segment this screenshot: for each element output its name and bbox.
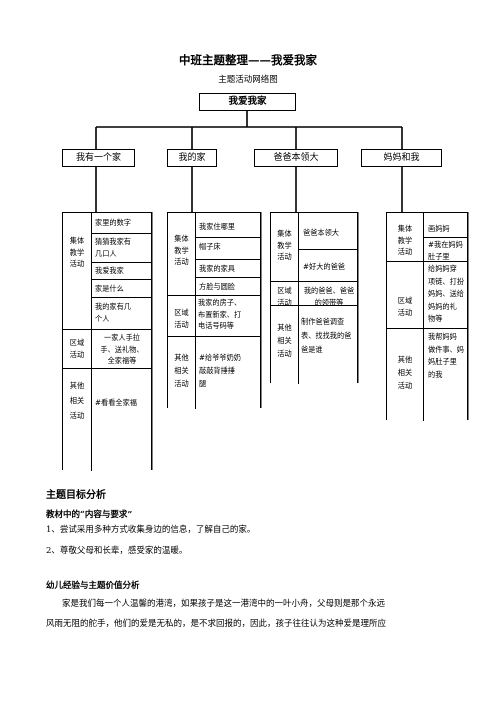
label-group-teaching: 集体 教学 活动	[277, 229, 292, 261]
label-other: 其他 相关 活动	[397, 355, 413, 390]
activity-item: 家是什么	[95, 284, 124, 293]
activity-item: #给爷爷奶奶 敲敲背捶捶 腿	[199, 353, 241, 388]
label-group-teaching: 集体 教学 活动	[174, 234, 189, 266]
activity-item: 猜猜我家有 几口人	[95, 237, 131, 258]
activity-item: 家里的数字	[95, 218, 131, 227]
label-region: 区域 活动	[174, 308, 189, 329]
objective-item: 1、尝试采用多种方式收集身边的信息，了解自己的家。	[46, 525, 256, 535]
activity-item: #我在妈妈 肚子里	[428, 240, 463, 261]
document-title: 中班主题整理——我爱我家	[179, 53, 317, 67]
column-my-family: 集体 教学 活动 家里的数字 猜猜我家有 几口人 我爱我家 家是什么 我的家有几…	[62, 212, 152, 471]
activity-item: 给妈妈穿 项链、打扮 妈妈、送给 妈妈的礼 物等	[428, 264, 464, 323]
column-dad-is-capable: 集体 教学 活动 爸爸本领大 #好大的爸爸 区域 活动 我的爸爸、爸爸 的领带等…	[270, 212, 358, 384]
activity-item: 方脸与圆脸	[199, 282, 235, 291]
branch-my-family: 我有一个家	[62, 149, 135, 167]
label-region: 区域 活动	[69, 338, 85, 359]
activity-item: 我爱我家	[95, 266, 124, 275]
activity-item: 我家的房子、 布置新家、打 电话号码等	[198, 298, 242, 330]
label-group-teaching: 集体 教学 活动	[397, 224, 413, 256]
activity-item: 制作爸爸调查 表、找找我的爸 爸是谁	[301, 317, 352, 354]
activity-item: 我家住哪里	[199, 222, 235, 231]
network-diagram-subtitle: 主题活动网络图	[218, 75, 278, 85]
label-region: 区域 活动	[277, 286, 292, 307]
activity-item: 我的爸爸、爸爸 的领带等	[303, 286, 355, 307]
label-group-teaching: 集体 教学 活动	[69, 236, 85, 268]
activity-item: 帽子床	[199, 242, 221, 251]
subsection-heading: 教材中的“内容与要求”	[46, 510, 133, 520]
activity-item: 画妈妈	[428, 224, 450, 233]
branch-my-home: 我的家	[167, 149, 217, 167]
section-heading: 主题目标分析	[46, 490, 106, 501]
label-other: 其他 相关 活动	[277, 323, 292, 358]
subsection-heading: 幼儿经验与主题价值分析	[46, 581, 140, 591]
branch-dad-is-capable: 爸爸本领大	[254, 149, 338, 167]
root-topic-box: 我爱我家	[199, 93, 296, 111]
branch-mom-and-me: 妈妈和我	[361, 149, 442, 167]
label-region: 区域 活动	[397, 296, 413, 317]
activity-item: 我帮妈妈 做件事、妈 妈肚子里 的我	[428, 332, 464, 379]
label-other: 其他 相关 活动	[69, 381, 85, 420]
body-paragraph-line: 风雨无阻的舵手，他们的爱是无私的，是不求回报的，因此，孩子往往认为这种爱是理所应	[46, 619, 387, 629]
activity-item: 爸爸本领大	[303, 228, 339, 237]
body-paragraph-line: 家是我们每一个人温馨的港湾，如果孩子是这一港湾中的一叶小舟，父母则是那个永远	[62, 599, 386, 609]
activity-item: 一家人手拉 手、送礼物、 全家福等	[100, 333, 144, 365]
column-my-home: 集体 教学 活动 我家住哪里 帽子床 我家的家具 方脸与圆脸 区域 活动 我家的…	[167, 212, 261, 409]
activity-item: 我的家有几 个人	[95, 302, 131, 323]
label-other: 其他 相关 活动	[174, 353, 189, 388]
activity-item: #看看全家福	[95, 398, 137, 407]
objective-item: 2、尊敬父母和长辈，感受家的温暖。	[46, 546, 188, 556]
column-mom-and-me: 集体 教学 活动 画妈妈 #我在妈妈 肚子里 区域 活动 给妈妈穿 项链、打扮 …	[386, 212, 468, 421]
activity-item: #好大的爸爸	[303, 262, 345, 271]
activity-item: 我家的家具	[199, 264, 235, 273]
